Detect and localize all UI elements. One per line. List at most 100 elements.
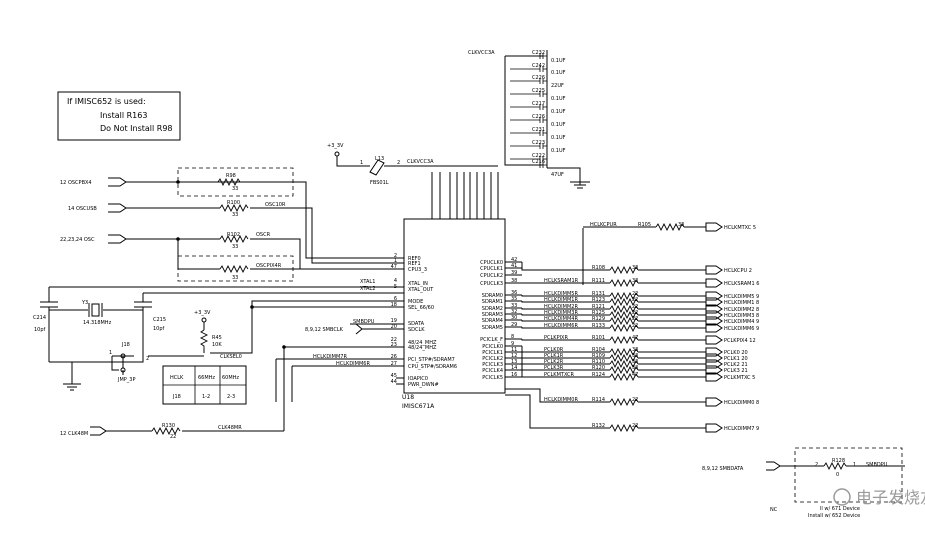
cap-val: 0.1UF: [551, 70, 566, 76]
chip-pin-name: CPU3_3: [408, 267, 427, 273]
output-port-label: HCLKMTXC 5: [724, 225, 756, 231]
chip-pin-name: CPUCLK1: [480, 266, 503, 272]
clock-select-table: HCLK 66MHz 60MHz J18 1-2 2-3: [162, 365, 247, 405]
note-line-2: Install R163: [100, 111, 147, 120]
cap-val: 0.1UF: [551, 135, 566, 141]
watermark-logo: 电子发烧友: [833, 488, 925, 507]
resistor-val: 33: [632, 353, 638, 359]
chip-body: [403, 218, 506, 394]
resistor-ref: R109: [592, 353, 605, 359]
resistor: [609, 397, 639, 407]
net-wire: [521, 308, 610, 310]
osc10r-net: OSC10R: [265, 202, 286, 208]
port-oscpbx4: [108, 177, 127, 187]
net-label: HCLKCPUR: [590, 222, 617, 228]
resistor-ref: R105: [638, 222, 651, 228]
resistor-ref: R131: [592, 291, 605, 297]
chip-pin-num: 16: [511, 372, 517, 378]
output-port-label: PCLK0 20: [724, 350, 748, 356]
resistor: [655, 222, 685, 232]
chip-pin-num: 23: [391, 342, 397, 348]
r102-resistor: [219, 234, 249, 244]
chip-pin-num: 38: [511, 278, 517, 284]
chip-pin-num: 13: [511, 359, 517, 365]
resistor-val: 33: [632, 278, 638, 284]
power-input-l13: +3_3V 1 L13 FBS01L 2 CLKVCC3A: [327, 143, 434, 186]
chip-pin-num: 20: [391, 324, 397, 330]
net-label: PCLK3R: [544, 365, 564, 371]
chip-pin-num: 4: [394, 278, 397, 284]
resistor-val: 33: [632, 347, 638, 353]
chip-pin-num: 35: [511, 296, 517, 302]
r130-resistor: [151, 426, 181, 436]
r128-optional-frame: [794, 447, 903, 503]
resistor-val: 33: [632, 265, 638, 271]
port-clk48m: [90, 426, 107, 436]
output-port: [705, 291, 723, 301]
chip-pin-name: PCICLK5: [482, 375, 503, 381]
resistor-val: 22: [632, 310, 638, 316]
output-port-label: PCLK1 20: [724, 356, 748, 362]
chip-pin-name: PCI_STP#/SDRAM7: [408, 357, 455, 363]
chip-pin-num: 29: [511, 322, 517, 328]
chip-pin-num: 9: [511, 341, 514, 347]
r130-ref: R130: [162, 423, 175, 429]
net-wire: [505, 388, 610, 403]
chip-pin-num: 33: [511, 303, 517, 309]
oscr-net: OSCR: [256, 232, 271, 238]
chip-pin-num: 47: [391, 264, 397, 270]
resistor-ref: R129: [592, 316, 605, 322]
j18-pin: 1: [109, 350, 112, 356]
resistor: [609, 304, 639, 314]
l13-part: FBS01L: [370, 180, 389, 186]
resistor-ref: R125: [592, 310, 605, 316]
vcc-terminal: [334, 151, 340, 157]
chip-pin-num: 45: [391, 373, 397, 379]
smbdpu-net: SMBDPU: [353, 319, 375, 325]
chip-pin-num: 22: [391, 337, 397, 343]
chip-pin-num: 8: [511, 334, 514, 340]
chip-pin-num: 18: [391, 302, 397, 308]
note-frame: [57, 91, 181, 141]
resistor: [609, 265, 639, 275]
net-label: PCLKPIXR: [544, 335, 568, 341]
l13-ref: L13: [375, 156, 384, 162]
output-port: [705, 347, 723, 357]
resistor-ref: R121: [592, 304, 605, 310]
clkvcc-label: CLKVCC3A: [407, 159, 434, 165]
resistor-ref: R132: [592, 423, 605, 429]
y3-val: 14.318MHz: [83, 320, 112, 326]
r163-val: 33: [232, 275, 238, 281]
resistor: [609, 278, 639, 288]
net-wire: [521, 320, 610, 322]
resistor: [609, 335, 639, 345]
chip-pin-num: 26: [391, 354, 397, 360]
j18-ref: J18: [121, 342, 130, 348]
net-label: PCLK0R: [544, 347, 564, 353]
chip-ref: U18: [402, 394, 414, 401]
resistor: [609, 372, 639, 382]
note-line-1: If IMISC652 is used:: [67, 97, 146, 106]
output-port-label: PCLK3 21: [724, 368, 748, 374]
output-port-label: HCLKDIMM7 9: [724, 426, 759, 432]
capacitor: [510, 66, 547, 72]
jumper-pin: [120, 353, 126, 359]
j18-pin: 2: [146, 356, 149, 362]
cap-ref: C222: [532, 153, 545, 159]
capacitor: [510, 117, 547, 123]
resistor-val: 22: [632, 297, 638, 303]
l13-pin1: 1: [360, 160, 363, 166]
hclkdimm6r-net: HCLKDIMM6R: [336, 361, 370, 367]
port-osc-label: 22,23,24 OSC: [60, 237, 95, 243]
net-label: HCLKDIMM3R: [544, 310, 578, 316]
net-label: HCLKDIMM5R: [544, 291, 578, 297]
cap-ref: C223: [532, 140, 545, 146]
r98-val: 33: [232, 186, 238, 192]
net-wire: [505, 394, 610, 429]
chip-pin-num: 27: [391, 361, 397, 367]
output-port: [705, 353, 723, 363]
chip-part: IMISC671A: [402, 403, 435, 410]
